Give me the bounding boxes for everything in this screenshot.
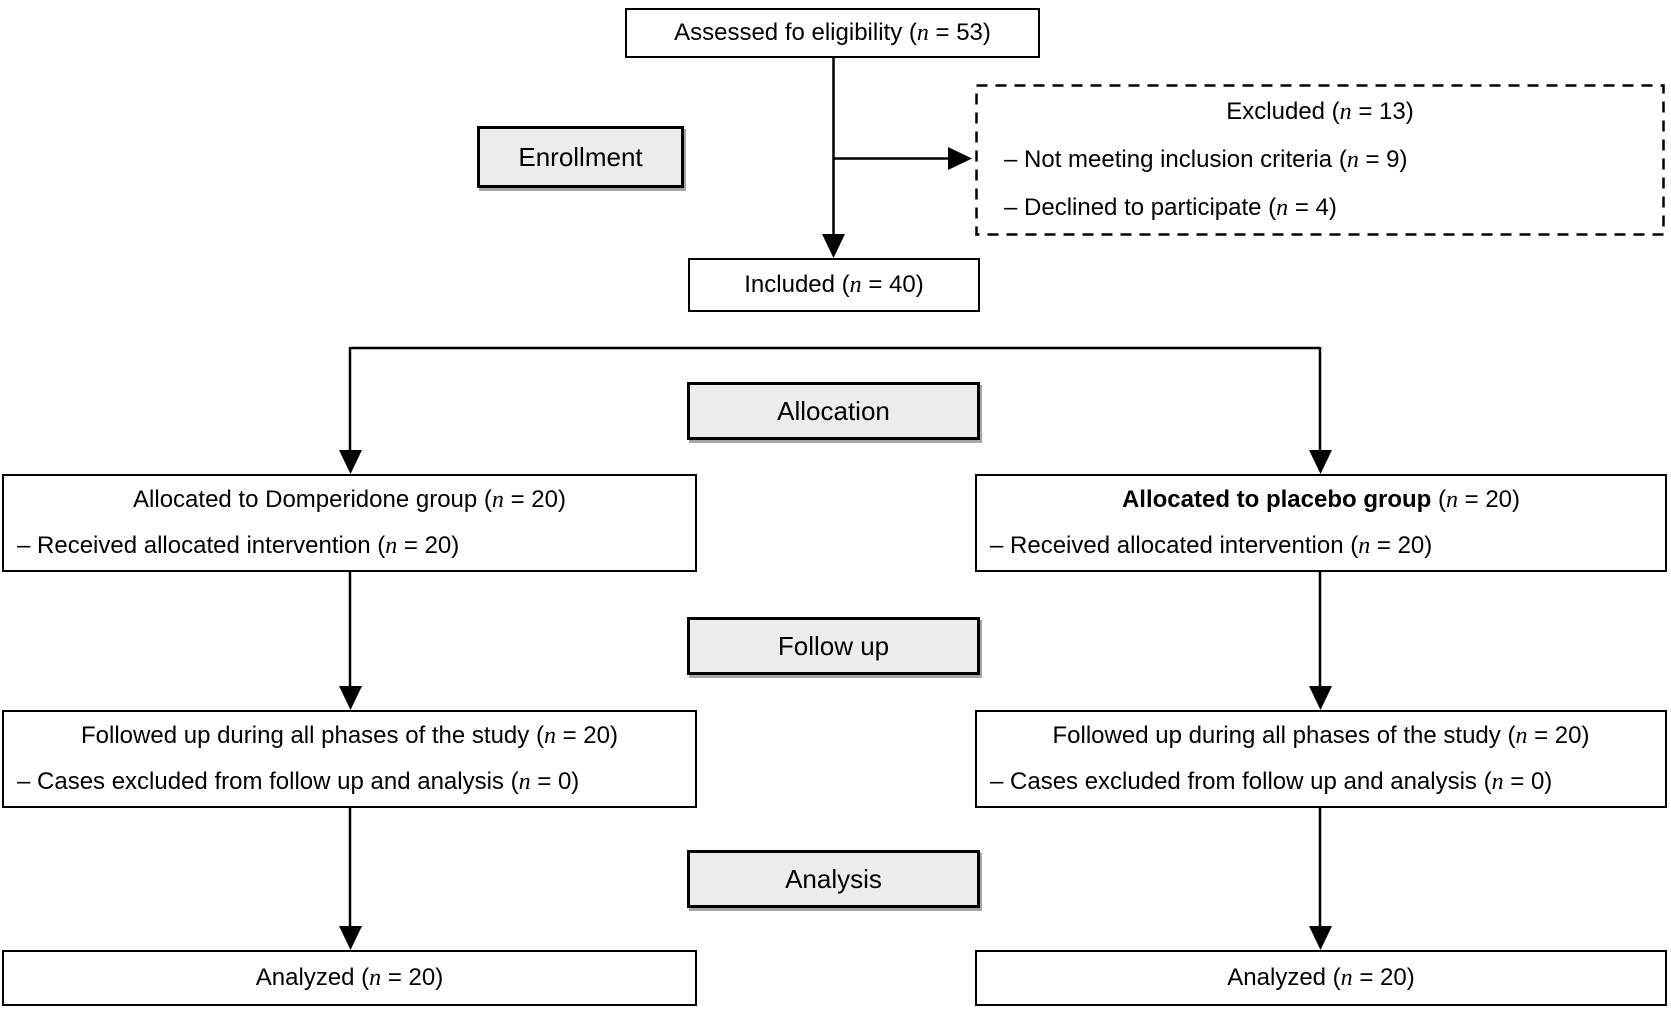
excluded-title: Excluded (n = 13)	[1226, 98, 1414, 125]
allocation-stage-text: Allocation	[777, 395, 890, 426]
assessed-eligibility-text: Assessed fo eligibility (n = 53)	[674, 19, 991, 46]
allocated-placebo-box: Allocated to placebo group (n = 20) – Re…	[975, 474, 1667, 572]
arrow-follow-to-analyzed-left	[339, 808, 362, 950]
allocated-domperidone-line1: Allocated to Domperidone group (n = 20)	[133, 486, 566, 513]
follow-up-stage-label: Follow up	[687, 617, 980, 675]
allocated-placebo-line1: Allocated to placebo group (n = 20)	[1121, 486, 1521, 513]
allocation-stage-label: Allocation	[687, 382, 980, 440]
followed-up-right-line2: – Cases excluded from follow up and anal…	[990, 768, 1553, 795]
excluded-item-1: – Not meeting inclusion criteria (n = 9)	[1004, 146, 1408, 173]
excluded-item-2: – Declined to participate (n = 4)	[1004, 194, 1337, 221]
arrow-split-to-alloc-left	[339, 347, 362, 474]
analysis-stage-text: Analysis	[785, 863, 882, 894]
excluded-box: Excluded (n = 13) – Not meeting inclusio…	[975, 84, 1665, 236]
enrollment-stage-label: Enrollment	[477, 126, 684, 188]
arrow-assessed-to-included	[822, 58, 845, 258]
followed-up-right-line1: Followed up during all phases of the stu…	[1052, 722, 1590, 749]
allocated-placebo-line2: – Received allocated intervention (n = 2…	[990, 532, 1433, 559]
analyzed-left-box: Analyzed (n = 20)	[2, 950, 697, 1006]
analysis-stage-label: Analysis	[687, 850, 980, 908]
allocated-domperidone-line2: – Received allocated intervention (n = 2…	[17, 532, 460, 559]
arrow-to-excluded	[833, 147, 972, 170]
analyzed-right-text: Analyzed (n = 20)	[1227, 964, 1415, 991]
follow-up-stage-text: Follow up	[777, 630, 890, 661]
arrow-alloc-to-follow-left	[339, 572, 362, 710]
arrow-alloc-to-follow-right	[1309, 572, 1332, 710]
followed-up-left-line1: Followed up during all phases of the stu…	[81, 722, 618, 749]
analyzed-left-text: Analyzed (n = 20)	[255, 964, 444, 991]
allocated-domperidone-box: Allocated to Domperidone group (n = 20) …	[2, 474, 697, 572]
arrow-follow-to-analyzed-right	[1309, 808, 1332, 950]
analyzed-right-box: Analyzed (n = 20)	[975, 950, 1667, 1006]
assessed-eligibility-box: Assessed fo eligibility (n = 53)	[625, 8, 1040, 58]
included-text: Included (n = 40)	[744, 271, 924, 298]
followed-up-left-line2: – Cases excluded from follow up and anal…	[17, 768, 580, 795]
followed-up-right-box: Followed up during all phases of the stu…	[975, 710, 1667, 808]
enrollment-stage-text: Enrollment	[518, 141, 643, 172]
included-box: Included (n = 40)	[688, 258, 980, 312]
arrow-split-to-alloc-right	[1309, 347, 1332, 474]
followed-up-left-box: Followed up during all phases of the stu…	[2, 710, 697, 808]
